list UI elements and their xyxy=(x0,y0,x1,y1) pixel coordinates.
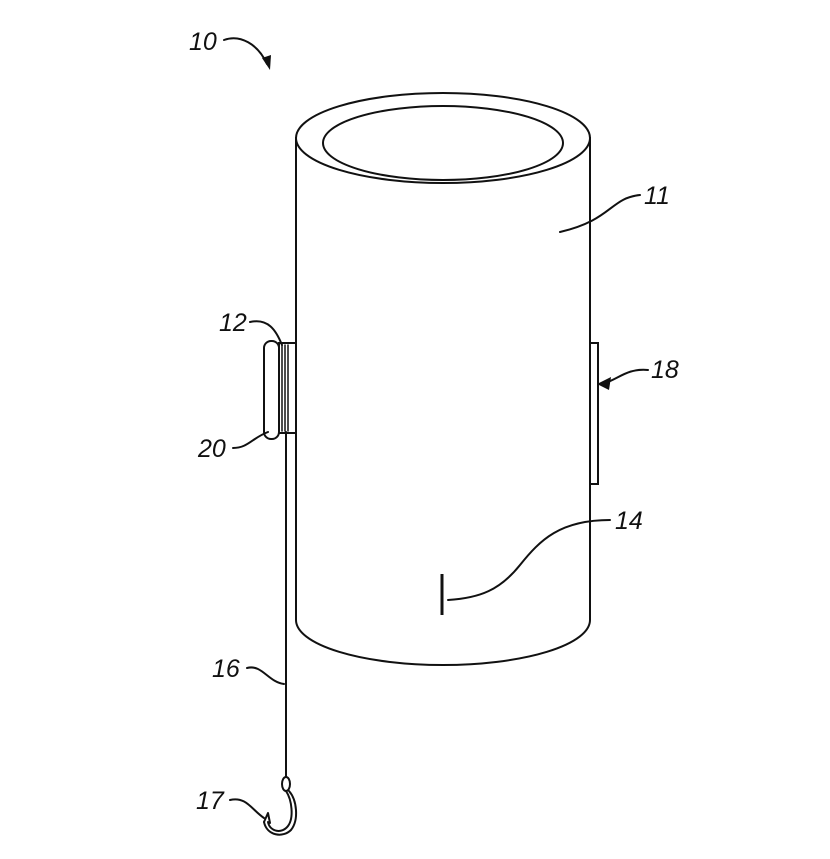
leader-17 xyxy=(229,798,265,819)
label-11: 11 xyxy=(644,182,670,210)
leader-10-arrow xyxy=(262,55,271,70)
leader-14 xyxy=(447,519,611,601)
leader-12 xyxy=(249,320,283,346)
leader-lines xyxy=(223,37,649,819)
label-12: 12 xyxy=(219,309,247,337)
label-16: 16 xyxy=(212,655,240,683)
leader-18-arrow xyxy=(597,377,611,390)
cylinder-container xyxy=(295,92,591,666)
leader-10 xyxy=(223,37,268,65)
leader-20 xyxy=(232,431,269,449)
label-14: 14 xyxy=(615,507,643,535)
label-17: 17 xyxy=(196,787,225,815)
label-10: 10 xyxy=(189,28,217,56)
side-strip xyxy=(589,342,599,485)
fishing-hook xyxy=(263,776,297,836)
label-18: 18 xyxy=(651,356,679,384)
cylinder-body xyxy=(295,137,591,666)
line-holder xyxy=(263,340,297,440)
leader-11 xyxy=(559,194,641,233)
cylinder-opening xyxy=(322,105,564,181)
leader-16 xyxy=(246,666,285,685)
label-20: 20 xyxy=(197,435,226,463)
line-holder-clip xyxy=(263,340,280,440)
cylinder-top-rim xyxy=(295,92,591,184)
